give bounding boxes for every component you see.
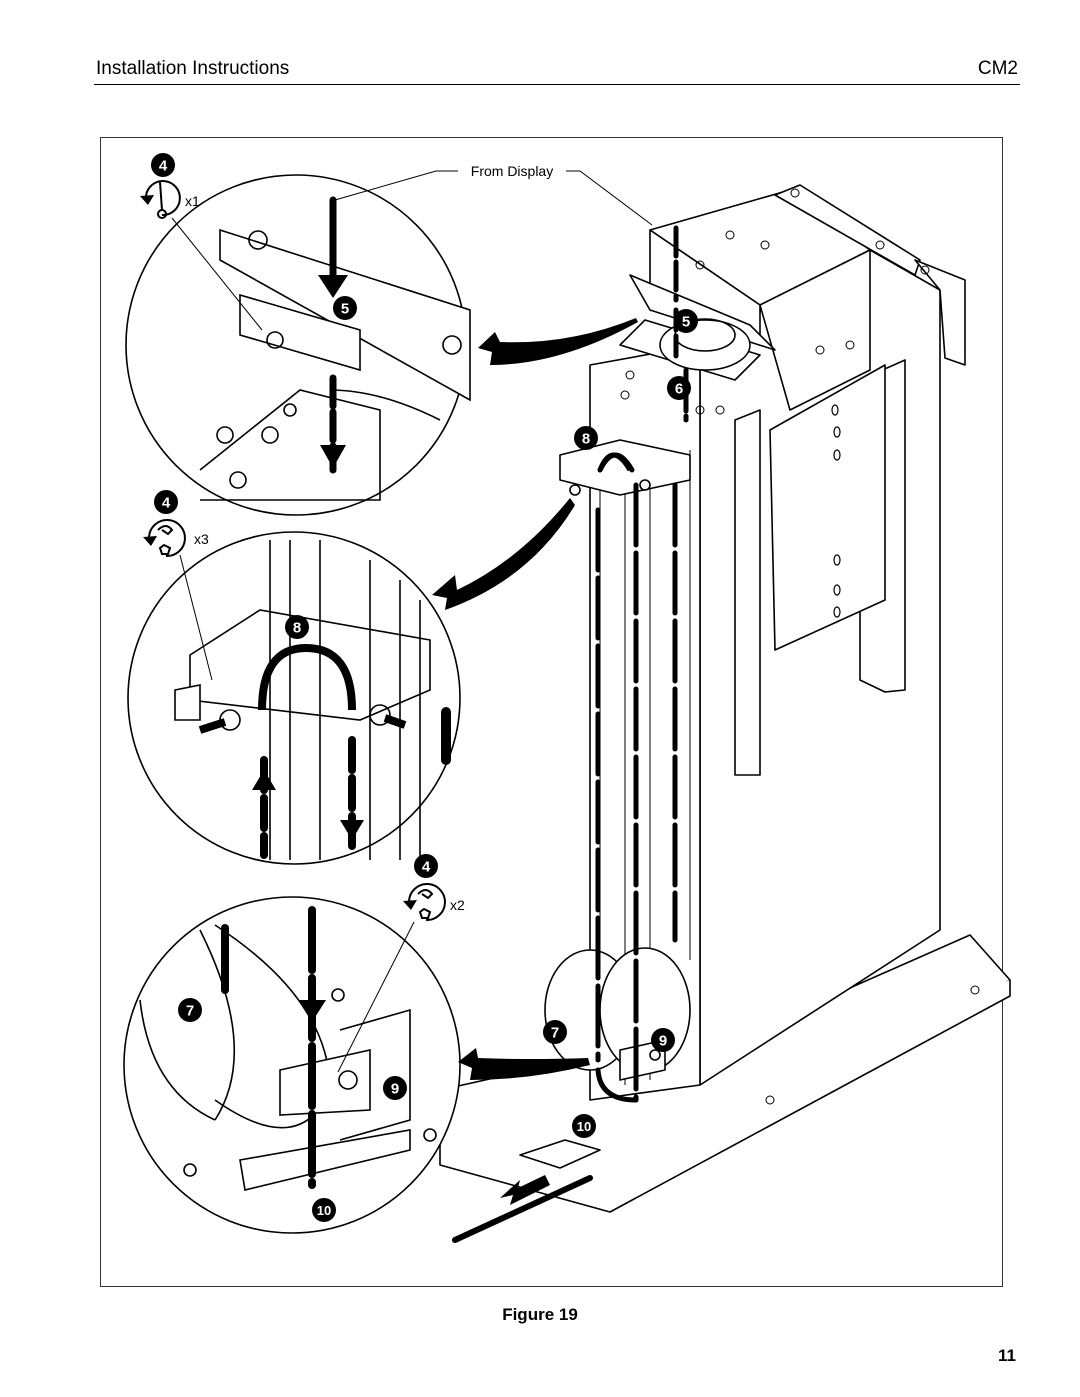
step-badge-5: 5 — [333, 296, 357, 320]
model-label: CM2 — [977, 58, 1018, 79]
detail-view-top — [125, 174, 471, 516]
step-badge-4: 4 — [414, 854, 438, 878]
svg-text:6: 6 — [675, 381, 683, 398]
screwdriver-rotate-icon — [140, 180, 181, 219]
tool-count-middle: x3 — [194, 531, 209, 547]
tool-count-bottom: x2 — [450, 897, 465, 913]
figure-frame — [100, 137, 1003, 1287]
from-display-label: From Display — [471, 163, 553, 179]
step-badge-4: 4 — [154, 490, 178, 514]
svg-text:7: 7 — [186, 1003, 194, 1020]
svg-text:5: 5 — [682, 314, 690, 331]
document-title: Installation Instructions — [96, 58, 290, 79]
page-number: 11 — [998, 1346, 1016, 1365]
step-badge-7: 7 — [543, 1020, 567, 1044]
svg-text:8: 8 — [582, 431, 590, 448]
step-badge-8: 8 — [574, 426, 598, 450]
svg-text:10: 10 — [317, 1203, 331, 1218]
figure-caption: Figure 19 — [502, 1305, 578, 1324]
svg-text:4: 4 — [162, 495, 171, 512]
svg-text:9: 9 — [391, 1081, 399, 1098]
svg-text:4: 4 — [422, 859, 431, 876]
svg-text:4: 4 — [159, 158, 168, 175]
step-badge-9: 9 — [383, 1076, 407, 1100]
step-badges: 4 4 4 5 5 6 7 7 8 8 9 9 10 10 — [151, 153, 698, 1222]
cable-path-main — [452, 225, 689, 1243]
step-badge-8: 8 — [285, 615, 309, 639]
header-divider — [94, 84, 1020, 85]
step-badge-5: 5 — [674, 309, 698, 333]
svg-text:7: 7 — [551, 1025, 559, 1042]
step-badge-4: 4 — [151, 153, 175, 177]
step-badge-10: 10 — [312, 1198, 336, 1222]
detail-view-bottom — [123, 896, 461, 1234]
wrench-rotate-icon — [143, 519, 186, 558]
step-badge-6: 6 — [667, 376, 691, 400]
step-badge-10: 10 — [572, 1114, 596, 1138]
svg-text:8: 8 — [293, 620, 301, 637]
leader-lines — [171, 170, 653, 1073]
svg-text:10: 10 — [577, 1119, 591, 1134]
detail-view-middle — [127, 531, 461, 865]
stand-assembly — [439, 184, 1011, 1213]
step-badge-7: 7 — [178, 998, 202, 1022]
tool-count-top: x1 — [185, 193, 200, 209]
svg-text:5: 5 — [341, 301, 349, 318]
wrench-rotate-icon — [403, 883, 446, 922]
svg-text:9: 9 — [659, 1033, 667, 1050]
direction-arrows — [432, 318, 638, 1205]
step-badge-9: 9 — [651, 1028, 675, 1052]
